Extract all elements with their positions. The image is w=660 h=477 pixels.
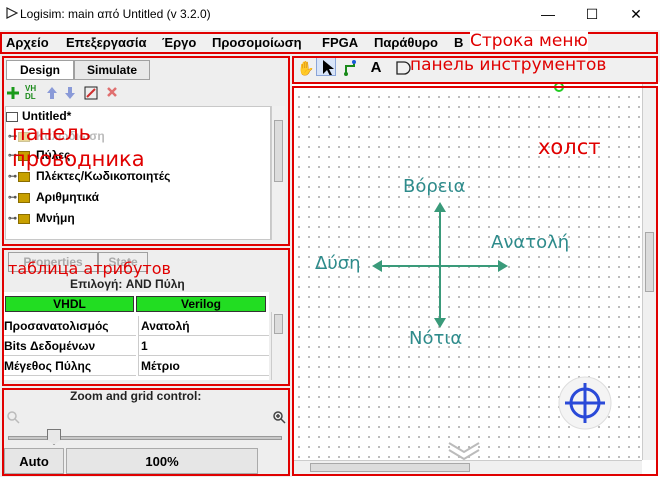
tree-item-label: Πλέκτες/Κωδικοποιητές: [36, 169, 171, 183]
tree-scrollbar-thumb[interactable]: [274, 120, 283, 182]
tree-item-plexers[interactable]: ⊶ Πλέκτες/Κωδικοποιητές: [8, 169, 170, 188]
tab-state[interactable]: State: [98, 252, 148, 272]
annotation-attributes: таблица атрибутов: [8, 259, 171, 278]
menu-simulate[interactable]: Προσομοίωση: [212, 35, 302, 50]
tab-properties[interactable]: Properties: [8, 252, 98, 272]
move-up-icon[interactable]: [46, 86, 58, 100]
folder-icon: [18, 192, 30, 203]
tree-item-gates[interactable]: ⊶ Πύλες: [8, 148, 70, 167]
close-button[interactable]: ✕: [630, 6, 642, 22]
tools-toolbar: [292, 54, 660, 82]
tree-item-wiring[interactable]: ⊶ Καλώδιωση: [8, 129, 105, 148]
direction-east: Ανατολή: [491, 232, 570, 253]
tab-design[interactable]: Design: [6, 60, 74, 80]
attr-name: Προσανατολισμός: [4, 316, 136, 336]
direction-west: Δύση: [315, 253, 361, 274]
zoom-percent-button[interactable]: 100%: [66, 448, 258, 474]
edit-icon[interactable]: [84, 86, 98, 100]
compass-arrows: [372, 202, 508, 328]
expand-icon[interactable]: ⊶: [8, 192, 17, 203]
zoom-out-icon[interactable]: [6, 410, 20, 424]
selection-label: Επιλογή: AND Πύλη: [70, 277, 185, 291]
folder-icon: [18, 171, 30, 182]
zoom-title: Zoom and grid control:: [70, 389, 202, 403]
expand-icon[interactable]: ⊶: [8, 171, 17, 182]
canvas-vertical-scrollbar[interactable]: [642, 82, 656, 460]
move-down-icon[interactable]: [64, 86, 76, 100]
target-icon[interactable]: [558, 376, 612, 430]
folder-icon: [18, 213, 30, 224]
menu-fpga[interactable]: FPGA: [322, 35, 359, 50]
tree-item-memory[interactable]: ⊶ Μνήμη: [8, 211, 75, 230]
tree-item-label: Καλώδιωση: [36, 129, 105, 143]
menu-edit[interactable]: Επεξεργασία: [66, 35, 147, 50]
attr-value-data-bits[interactable]: 1: [138, 336, 269, 356]
expand-icon[interactable]: ⊶: [8, 213, 17, 224]
zoom-slider-track[interactable]: [8, 436, 282, 440]
canvas-vscroll-thumb[interactable]: [645, 232, 654, 292]
folder-icon: [18, 131, 30, 142]
attr-scrollbar-thumb[interactable]: [274, 314, 283, 334]
menu-help[interactable]: Β: [454, 35, 464, 50]
tree-item-label: Πύλες: [36, 148, 71, 162]
annotation-menu: Строка меню: [470, 31, 588, 51]
attr-scrollbar[interactable]: [271, 312, 285, 380]
logisim-app-icon: [6, 7, 18, 19]
canvas-horizontal-scrollbar[interactable]: [294, 460, 642, 474]
expand-icon[interactable]: ⊶: [8, 131, 17, 142]
tree-item-label: Μνήμη: [36, 211, 75, 225]
tree-scrollbar[interactable]: [271, 106, 285, 240]
attr-name: Μέγεθος Πύλης: [4, 356, 136, 376]
tree-root-label: Untitled*: [22, 109, 72, 123]
verilog-header[interactable]: Verilog: [136, 296, 266, 312]
add-icon[interactable]: [6, 86, 20, 100]
pointer-icon[interactable]: [316, 56, 336, 76]
chevron-down-icon[interactable]: [446, 440, 482, 460]
origin-marker-icon: [554, 82, 564, 92]
annotation-canvas: холст: [538, 135, 601, 159]
tab-simulate[interactable]: Simulate: [74, 60, 150, 80]
direction-north: Βόρεια: [403, 176, 466, 197]
direction-south: Νότια: [409, 328, 463, 349]
maximize-button[interactable]: ☐: [585, 6, 599, 22]
window-title: Logisim: main από Untitled (v 3.2.0): [20, 7, 211, 21]
tree-item-arithmetic[interactable]: ⊶ Αριθμητικά: [8, 190, 99, 209]
attr-value-gate-size[interactable]: Μέτριο: [138, 356, 269, 376]
annotation-explorer: панель проводника: [12, 121, 145, 171]
text-icon[interactable]: A: [370, 59, 382, 76]
zoom-auto-button[interactable]: Auto: [4, 448, 64, 474]
circuit-icon: [6, 111, 18, 122]
menu-project[interactable]: Έργο: [162, 35, 197, 50]
folder-icon: [18, 150, 30, 161]
hand-icon[interactable]: ✋: [297, 60, 315, 76]
tree-item-label: Αριθμητικά: [36, 190, 99, 204]
and-gate-icon[interactable]: [394, 58, 414, 78]
minimize-button[interactable]: —: [541, 6, 555, 22]
zoom-slider-thumb[interactable]: [47, 429, 61, 445]
expand-icon[interactable]: ⊶: [8, 150, 17, 161]
attr-name: Bits Δεδομένων: [4, 336, 136, 356]
explorer-tree: Untitled* ⊶ Καλώδιωση ⊶ Πύλες ⊶ Πλέκτες/Κωδ…: [5, 106, 271, 240]
tree-root[interactable]: Untitled*: [6, 109, 71, 128]
title-bar: [0, 0, 660, 30]
zoom-in-icon[interactable]: [272, 410, 286, 424]
delete-icon[interactable]: [106, 86, 118, 98]
attr-value-facing[interactable]: Ανατολή: [138, 316, 269, 336]
menu-file[interactable]: Αρχείο: [6, 35, 49, 50]
vhdl-header[interactable]: VHDL: [5, 296, 134, 312]
menu-window[interactable]: Παράθυρο: [374, 35, 438, 50]
annotation-toolbar: панель инструментов: [410, 55, 607, 75]
wiring-icon[interactable]: [342, 58, 362, 78]
canvas-hscroll-thumb[interactable]: [310, 463, 470, 472]
